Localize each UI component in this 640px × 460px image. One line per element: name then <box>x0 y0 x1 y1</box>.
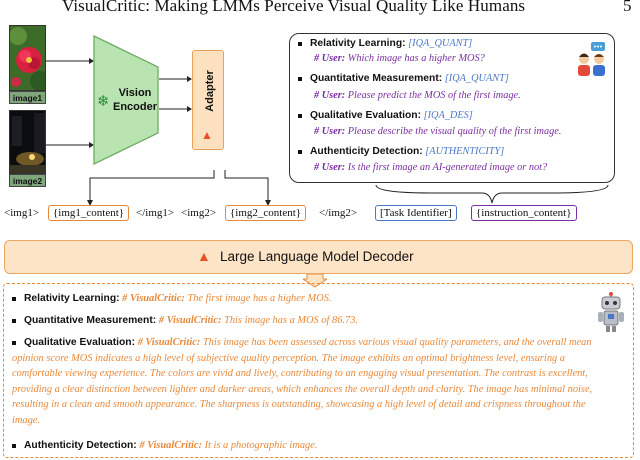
prompt-user-relativity: # User: Which image has a higher MOS? <box>314 53 485 64</box>
bullet <box>12 443 16 448</box>
vision-encoder-line1: Vision <box>118 87 152 99</box>
response-task-name: Quantitative Measurement: <box>24 315 157 326</box>
token-img1-close: </img1> <box>136 207 175 219</box>
paper-header-title: VisualCritic: Making LMMs Perceive Visua… <box>62 0 526 15</box>
response-text: This image has been assessed across vari… <box>12 337 593 426</box>
critic-prefix: # VisualCritic: <box>158 315 222 326</box>
flower-photo <box>10 26 45 90</box>
token-img1-open: <img1> <box>4 207 40 219</box>
prompt-task-tag: [IQA_DES] <box>423 110 473 121</box>
critic-prefix: # VisualCritic: <box>139 440 202 451</box>
prompt-item-authenticity: Authenticity Detection: [AUTHENTICITY] <box>298 146 504 157</box>
critic-prefix: # VisualCritic: <box>122 293 185 304</box>
visualcritic-response-box: Relativity Learning: # VisualCritic: The… <box>3 283 634 458</box>
instruction-content-box: {instruction_content} <box>471 205 577 221</box>
user-prompt-box: Relativity Learning: [IQA_QUANT] # User:… <box>289 33 615 183</box>
vision-encoder-shape <box>93 35 159 165</box>
bullet <box>298 41 302 46</box>
page-number: 5 <box>623 0 632 15</box>
bullet <box>12 318 16 323</box>
flame-icon: ▲ <box>197 250 211 265</box>
token-instruction-content: {instruction_content} <box>471 205 577 221</box>
adapter-block <box>192 50 224 150</box>
prompt-item-relativity: Relativity Learning: [IQA_QUANT] <box>298 38 472 49</box>
prompt-user-qualitative: # User: Please describe the visual quali… <box>314 126 561 137</box>
response-text: This image has a MOS of 86.73. <box>224 315 358 326</box>
prompt-brace <box>375 184 609 204</box>
night-photo <box>10 111 45 173</box>
critic-prefix: # VisualCritic: <box>137 337 201 348</box>
response-task-name: Relativity Learning: <box>24 293 120 304</box>
users-chat-icon <box>578 42 605 76</box>
image2-thumbnail <box>9 110 46 174</box>
user-prefix: # User: <box>314 53 346 64</box>
bullet <box>298 76 302 81</box>
user-text: Is the first image an AI-generated image… <box>347 162 548 173</box>
response-relativity: Relativity Learning: # VisualCritic: The… <box>12 291 331 307</box>
token-img2-close: </img2> <box>319 207 358 219</box>
image1-label: image1 <box>9 91 46 104</box>
user-text: Please predict the MOS of the first imag… <box>347 90 521 101</box>
response-quantitative: Quantitative Measurement: # VisualCritic… <box>12 313 358 329</box>
response-task-name: Qualitative Evaluation: <box>24 337 136 348</box>
token-img2-content: {img2_content} <box>225 205 307 221</box>
img1-content-box: {img1_content} <box>48 205 130 221</box>
bullet <box>12 296 16 301</box>
response-authenticity: Authenticity Detection: # VisualCritic: … <box>12 438 317 454</box>
llm-decoder-label: Large Language Model Decoder <box>220 249 414 264</box>
bullet <box>12 340 16 345</box>
bullet <box>298 149 302 154</box>
llm-decoder-block: ▲ Large Language Model Decoder <box>4 240 633 274</box>
prompt-item-qualitative: Qualitative Evaluation: [IQA_DES] <box>298 110 473 121</box>
token-img2-open: <img2> <box>181 207 217 219</box>
prompt-task-name: Qualitative Evaluation: <box>310 110 422 121</box>
flame-icon: ▲ <box>201 128 213 142</box>
prompt-task-name: Authenticity Detection: <box>310 146 423 157</box>
image1-thumbnail <box>9 25 46 91</box>
prompt-user-quantitative: # User: Please predict the MOS of the fi… <box>314 90 521 101</box>
vision-encoder-line2: Encoder <box>113 101 158 113</box>
prompt-task-name: Quantitative Measurement: <box>310 73 443 84</box>
user-text: Please describe the visual quality of th… <box>347 126 562 137</box>
user-prefix: # User: <box>314 90 346 101</box>
response-qualitative: Qualitative Evaluation: # VisualCritic: … <box>12 335 597 428</box>
encoder-to-adapter-arrows <box>159 76 192 112</box>
response-task-name: Authenticity Detection: <box>24 440 137 451</box>
response-text: The first image has a higher MOS. <box>187 293 332 304</box>
response-text: It is a photographic image. <box>204 440 318 451</box>
token-task-identifier: [Task Identifier] <box>375 205 457 221</box>
img2-content-box: {img2_content} <box>225 205 307 221</box>
image2-label: image2 <box>9 174 46 187</box>
prompt-task-tag: [AUTHENTICITY] <box>425 146 505 157</box>
user-prefix: # User: <box>314 126 346 137</box>
bullet <box>298 113 302 118</box>
prompt-user-authenticity: # User: Is the first image an AI-generat… <box>314 162 547 173</box>
adapter-to-tokens-connectors <box>87 170 271 206</box>
prompt-item-quantitative: Quantitative Measurement: [IQA_QUANT] <box>298 73 509 84</box>
user-prefix: # User: <box>314 162 346 173</box>
prompt-task-tag: [IQA_QUANT] <box>408 38 473 49</box>
token-img1-content: {img1_content} <box>48 205 130 221</box>
task-identifier-box: [Task Identifier] <box>375 205 457 221</box>
image-to-encoder-arrows <box>46 58 94 148</box>
robot-icon <box>598 292 624 332</box>
snowflake-icon: ❄ <box>97 92 110 110</box>
user-text: Which image has a higher MOS? <box>347 53 485 64</box>
prompt-task-name: Relativity Learning: <box>310 38 406 49</box>
vision-encoder-label: Vision Encoder <box>113 86 157 114</box>
prompt-task-tag: [IQA_QUANT] <box>444 73 509 84</box>
adapter-label: Adapter <box>203 70 216 112</box>
